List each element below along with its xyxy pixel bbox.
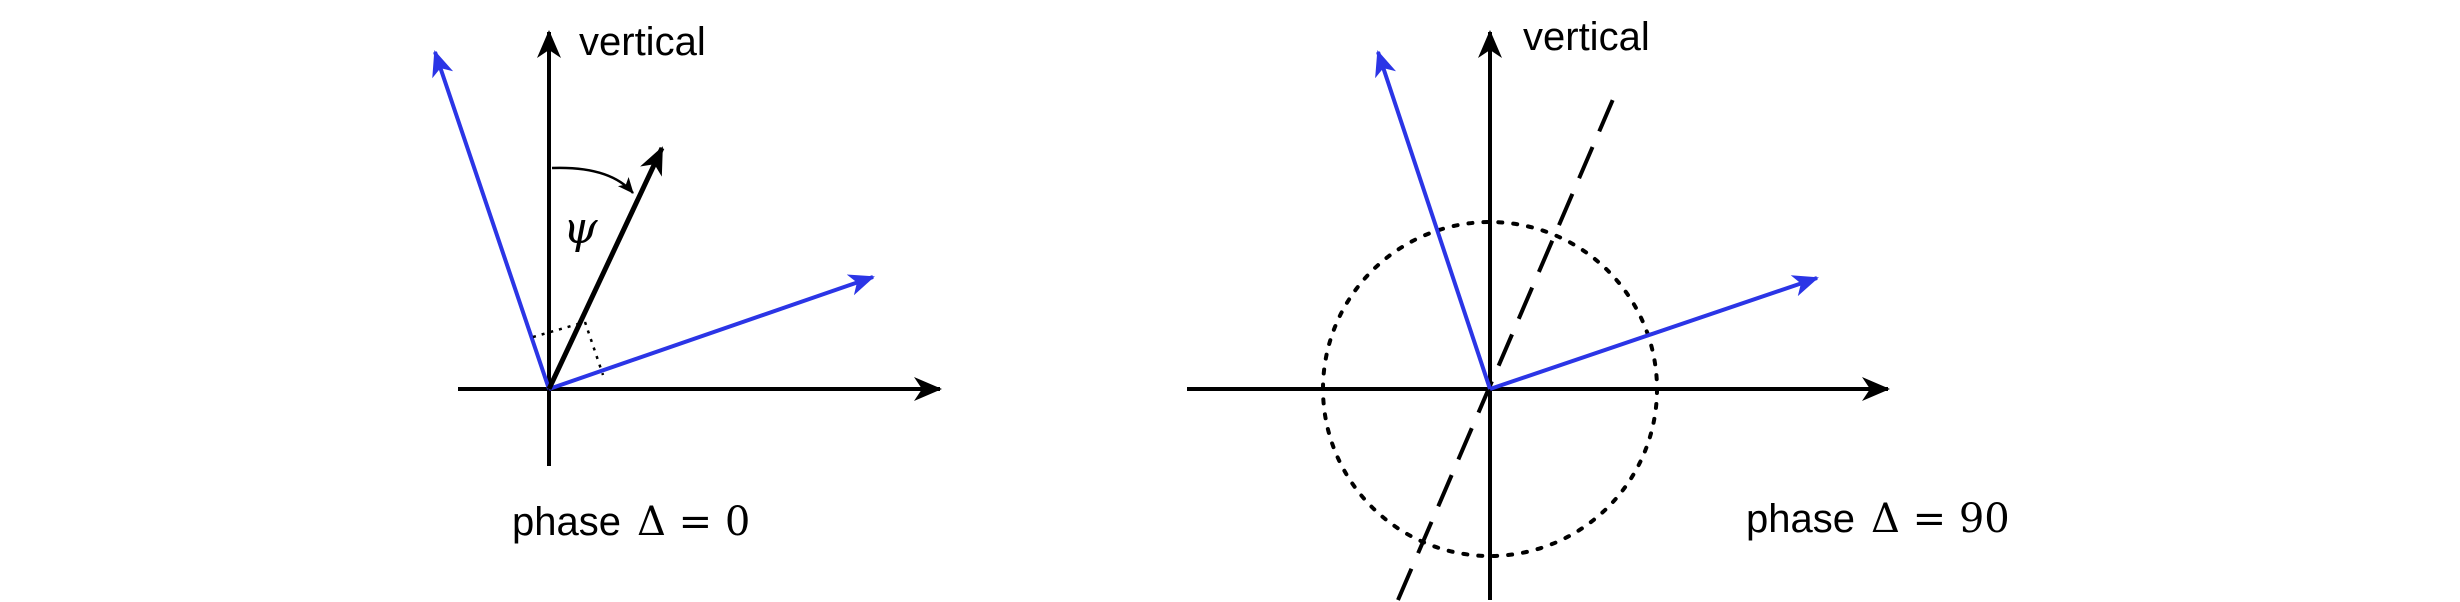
left-caption: phase Δ = 0 bbox=[512, 499, 750, 545]
left-construction-dotted-1 bbox=[532, 320, 586, 339]
left-caption-word: phase bbox=[512, 500, 621, 544]
left-construction-dotted-2 bbox=[583, 321, 605, 376]
left-blue-vector-right bbox=[548, 274, 875, 391]
right-blue-vector-right bbox=[1489, 275, 1819, 391]
left-resultant-vector bbox=[546, 146, 665, 391]
right-diagram: vertical phase Δ = 90 bbox=[1187, 15, 2010, 601]
right-dashed-line bbox=[1396, 96, 1616, 601]
left-vertical-axis-label: vertical bbox=[579, 20, 706, 64]
right-blue-vector-upper bbox=[1375, 50, 1492, 390]
right-caption-math: Δ = 90 bbox=[1871, 496, 2010, 542]
right-caption-word: phase bbox=[1746, 497, 1855, 541]
right-caption: phase Δ = 90 bbox=[1746, 496, 2010, 542]
left-diagram: vertical ψ phase Δ = 0 bbox=[432, 20, 942, 545]
left-blue-vector-upper bbox=[432, 50, 551, 390]
left-angle-symbol: ψ bbox=[563, 203, 598, 254]
left-caption-math: Δ = 0 bbox=[637, 499, 750, 545]
right-vertical-axis-label: vertical bbox=[1523, 15, 1650, 59]
left-angle-arc bbox=[551, 166, 634, 194]
